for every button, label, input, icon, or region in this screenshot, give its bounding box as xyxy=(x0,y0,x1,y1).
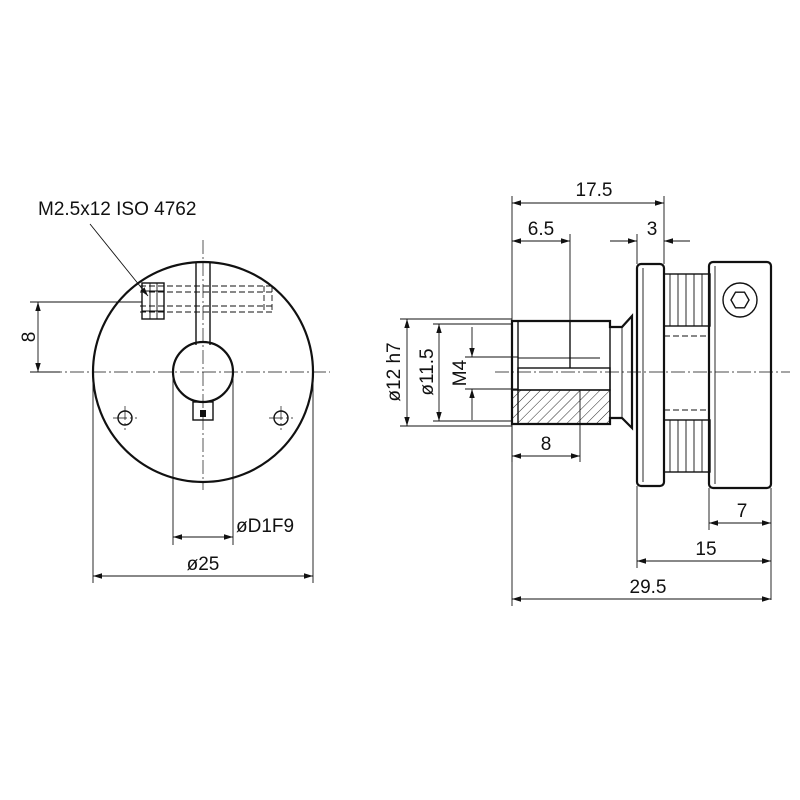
dim-overall-len-text: 29.5 xyxy=(630,577,667,598)
section-hatch xyxy=(511,389,611,425)
dim-3: 3 xyxy=(610,219,690,264)
dim-65: 6.5 xyxy=(512,219,571,321)
dim-m4-text: M4 xyxy=(450,359,471,386)
dim-65-text: 6.5 xyxy=(528,219,554,240)
dim-mid-len: 15 xyxy=(636,486,771,568)
dim-shaft-dia-text: ø12 h7 xyxy=(384,342,405,401)
dim-outer: ø25 xyxy=(92,372,314,583)
dim-mid-len-text: 15 xyxy=(695,539,716,560)
dim-front-height-text: 8 xyxy=(19,332,40,343)
mounting-holes xyxy=(113,406,293,430)
dim-thread-depth-text: 8 xyxy=(541,434,552,455)
dim-total-len-text: 17.5 xyxy=(576,180,613,201)
dim-bore: øD1F9 xyxy=(172,372,294,545)
side-view: 17.5 6.5 3 ø12 h7 ø11.5 xyxy=(384,180,790,606)
screw-callout: M2.5x12 ISO 4762 xyxy=(38,199,196,297)
coupling-teeth xyxy=(663,273,711,473)
hex-socket-icon xyxy=(730,291,750,309)
dim-m4: M4 xyxy=(450,327,518,420)
screw-hidden-lines xyxy=(140,285,273,313)
dim-bore-text: øD1F9 xyxy=(236,516,294,537)
dim-hub-len-text: 7 xyxy=(737,501,748,522)
dim-outer-text: ø25 xyxy=(187,554,220,575)
dim-thread-outer-text: ø11.5 xyxy=(417,348,438,395)
keyway xyxy=(192,401,214,421)
dim-front-height: 8 xyxy=(19,301,142,373)
dim-thread-outer: ø11.5 xyxy=(417,323,512,422)
screw-head xyxy=(141,282,165,320)
clamp-slot xyxy=(195,262,211,345)
dim-3-text: 3 xyxy=(647,219,658,240)
thread-hole xyxy=(517,367,611,391)
clamp-hub xyxy=(707,260,773,490)
dim-total-len: 17.5 xyxy=(511,180,665,321)
screw-callout-text: M2.5x12 ISO 4762 xyxy=(38,199,196,220)
dim-shaft-dia: ø12 h7 xyxy=(384,318,512,427)
front-view: M2.5x12 ISO 4762 8 øD1F9 ø25 xyxy=(19,199,330,583)
flange xyxy=(635,262,666,488)
keyway-mark xyxy=(200,410,206,417)
dim-hub-len: 7 xyxy=(708,488,772,600)
socket-screw-head xyxy=(722,282,758,318)
dim-overall-len: 29.5 xyxy=(511,424,771,606)
shaft xyxy=(510,313,634,431)
